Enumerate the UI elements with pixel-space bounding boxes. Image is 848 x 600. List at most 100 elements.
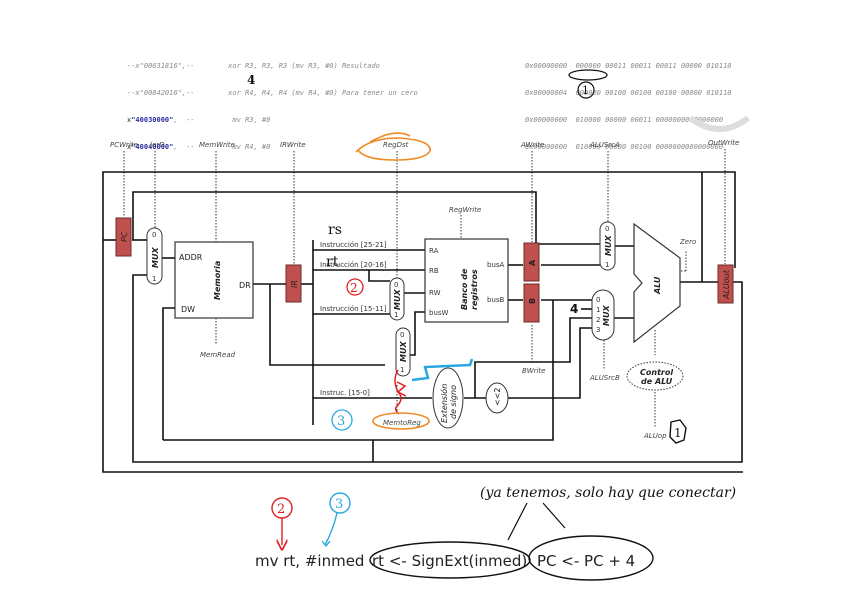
alu-block: ALU (633, 222, 681, 344)
annot-one: 1 (674, 426, 682, 440)
control-signals: PCWrite IorD MemWrite IRWrite RegDst AWr… (110, 139, 739, 440)
signal-iord: IorD (150, 141, 165, 149)
signal-regdst: RegDst (383, 141, 409, 149)
annot-three: 3 (337, 414, 345, 429)
mux-label: MUX (602, 305, 611, 326)
signal-pcwrite: PCWrite (110, 141, 138, 149)
b-label: B (528, 298, 537, 304)
a-label: A (528, 259, 537, 266)
step-two-text: PC <- PC + 4 (537, 552, 635, 570)
signal-memread: MemRead (200, 351, 236, 359)
mark-one-circle-top (577, 81, 595, 99)
code-line: --x"00631816",-- xor R3, R3, R3 (mv R3, … (127, 62, 380, 70)
signal-irwrite: IRWrite (280, 141, 306, 149)
ir-register: IR (285, 264, 302, 303)
mux-iord: 0 1 MUX (146, 227, 163, 285)
binary-line: 0x00000000 000000 00011 00011 00011 0000… (525, 62, 732, 70)
signal-zero: Zero (679, 238, 696, 246)
mux-regdst: 0 1 MUX (389, 277, 405, 321)
mark-one-top: 1 (582, 84, 589, 97)
b-register: B (523, 283, 540, 323)
red-mark-memtoreg (394, 369, 407, 415)
wire-instr-25-21: Instrucción [25-21] (320, 241, 387, 249)
signext-label-1: Extensión (439, 384, 449, 423)
instruction-text: mv rt, #inmed (255, 552, 364, 570)
pc-label: PC (120, 231, 129, 242)
port-busa: busA (487, 261, 505, 269)
signal-regwrite: RegWrite (449, 206, 481, 214)
mux-input-1: 1 (152, 275, 156, 283)
signal-alusrcb: ALUSrcB (589, 374, 620, 382)
signal-outwrite: OutWrite (708, 139, 739, 147)
port-busw: busW (429, 309, 449, 317)
const-four: 4 (570, 302, 578, 316)
step-two-circle (528, 535, 654, 581)
annot-rt: rt (326, 254, 339, 270)
wire-instr-20-16: Instrucción [20-16] (320, 261, 387, 269)
a-register: A (523, 242, 540, 282)
mark-four-code: 4 (247, 73, 255, 87)
alu-control-block: Control de ALU (626, 361, 684, 391)
alu-label: ALU (653, 276, 662, 295)
step-one-text: rt <- SignExt(inmed) (372, 552, 527, 570)
mux-memtoreg: 0 1 MUX (395, 327, 411, 377)
port-dr: DR (239, 281, 251, 290)
memtoreg-circle (372, 412, 430, 430)
code-line: x"40030000", -- mv R3, #0 (127, 116, 271, 124)
mux-label: MUX (399, 341, 408, 362)
code-line: --x"00842016",-- xor R4, R4, R4 (mv R4, … (127, 89, 418, 97)
annot-two: 2 (350, 281, 358, 295)
alucontrol-label-2: de ALU (641, 377, 673, 386)
signext-label-2: de signo (449, 385, 458, 419)
binary-line: 0x00000004 000000 00100 00100 00100 0000… (525, 89, 732, 97)
signal-awrite: AWrite (520, 141, 544, 149)
memory-label: Memoria (213, 261, 222, 300)
port-rb: RB (429, 267, 439, 275)
mux-input-0: 0 (400, 331, 404, 339)
mux-input-1: 1 (605, 261, 609, 269)
annot-three-circle (331, 409, 353, 431)
seal-watermark (688, 115, 750, 132)
signal-bwrite: BWrite (522, 367, 545, 375)
binary-line: 0x00000000 010000 00000 00100 0000000000… (525, 143, 724, 151)
port-addr: ADDR (179, 253, 203, 262)
aluout-register: ALUout (717, 264, 734, 304)
sign-extend-block: Extensión de signo (432, 367, 464, 429)
signal-alusrca: ALUSrcA (589, 141, 620, 149)
port-busb: busB (487, 296, 505, 304)
regdst-circle (355, 132, 431, 161)
mux-input-1: 1 (596, 306, 600, 314)
regbank-label-1: Banco de (460, 268, 469, 310)
aluout-label: ALUout (722, 269, 731, 300)
mux-input-0: 0 (394, 281, 398, 289)
mux-input-1: 1 (400, 366, 404, 374)
mux-input-0: 0 (152, 231, 156, 239)
bottom-two: 2 (277, 502, 285, 517)
memory-block: ADDR DR DW Memoria (174, 241, 254, 319)
mux-label: MUX (151, 247, 160, 268)
annot-one-shape (669, 419, 687, 444)
ir-label: IR (290, 280, 299, 288)
step-one-circle (369, 541, 531, 579)
datapath-wires (102, 171, 743, 473)
wire-instr-15-0: Instruc. [15-0] (320, 389, 370, 397)
mux-input-1: 1 (394, 311, 398, 319)
opcode-circle (568, 69, 608, 81)
signal-memtoreg: MemtoReg (383, 419, 421, 427)
port-ra: RA (429, 247, 439, 255)
mux-input-0: 0 (605, 225, 609, 233)
blue-connection-line (411, 358, 474, 382)
signal-memwrite: MemWrite (199, 141, 235, 149)
bottom-three-circle (329, 492, 351, 514)
mux-label: MUX (604, 235, 613, 256)
code-line: x"40040000", -- mv R4, #0 (127, 143, 271, 151)
mux-label: MUX (393, 289, 402, 310)
handwritten-note: (ya tenemos, solo hay que conectar) (480, 485, 736, 501)
wire-instr-15-11: Instrucción [15-11] (320, 305, 387, 313)
alucontrol-label-1: Control (640, 368, 673, 377)
bottom-three: 3 (335, 497, 343, 512)
mux-input-2: 2 (596, 316, 600, 324)
port-dw: DW (181, 305, 195, 314)
annot-rs: rs (328, 222, 342, 238)
